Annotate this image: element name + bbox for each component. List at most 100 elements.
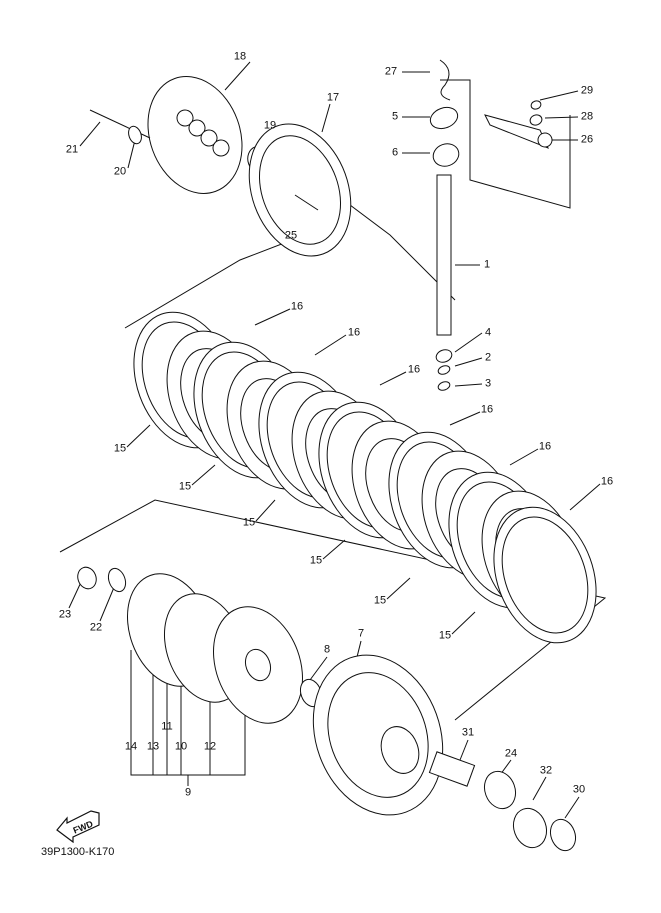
callout-16: 16 xyxy=(538,440,552,453)
callout-21: 21 xyxy=(65,143,79,156)
callout-3: 3 xyxy=(484,377,492,390)
washer-28 xyxy=(529,114,543,126)
callout-10: 10 xyxy=(174,740,188,753)
washer-2 xyxy=(437,365,451,375)
gear-32 xyxy=(512,807,548,849)
washer-30 xyxy=(549,818,577,852)
callout-15: 15 xyxy=(373,594,387,607)
callout-12: 12 xyxy=(203,740,217,753)
bearing-24 xyxy=(483,770,517,810)
leader-line xyxy=(322,539,346,560)
callout-26: 26 xyxy=(580,133,594,146)
leader-line xyxy=(314,334,347,356)
callout-32: 32 xyxy=(539,764,553,777)
callout-17: 17 xyxy=(326,91,340,104)
callout-11: 11 xyxy=(161,720,173,733)
leader-line xyxy=(321,103,331,133)
leader-line xyxy=(564,796,580,819)
lever-26 xyxy=(484,114,549,149)
leader-line xyxy=(386,577,411,600)
leader-line xyxy=(454,332,483,353)
leader-line xyxy=(454,383,483,387)
spring-20 xyxy=(128,125,142,145)
collar-26 xyxy=(537,132,553,148)
leader-line xyxy=(99,584,116,622)
leader-line xyxy=(459,739,469,761)
callout-16: 16 xyxy=(480,403,494,416)
spring-boss xyxy=(176,109,194,127)
callout-30: 30 xyxy=(572,783,586,796)
callout-20: 20 xyxy=(113,165,127,178)
callout-8: 8 xyxy=(323,643,331,656)
callout-15: 15 xyxy=(113,442,127,455)
leader-line xyxy=(68,579,83,609)
leader-line xyxy=(449,411,481,426)
callout-23: 23 xyxy=(58,608,72,621)
spacer-31 xyxy=(428,751,476,787)
circlip-3 xyxy=(437,381,451,391)
spring-boss xyxy=(212,139,230,157)
callout-9: 9 xyxy=(184,786,192,799)
callout-5: 5 xyxy=(391,110,399,123)
callout-15: 15 xyxy=(438,629,452,642)
nut-23 xyxy=(77,566,97,590)
leader-line xyxy=(379,371,407,386)
leader-line xyxy=(509,448,539,466)
assembly-outline xyxy=(59,499,607,721)
callout-25: 25 xyxy=(284,229,298,242)
friction-plate-15-inner xyxy=(501,516,589,634)
leader-line xyxy=(79,121,101,147)
callout-29: 29 xyxy=(580,84,594,97)
callout-1: 1 xyxy=(483,258,491,271)
leader-line xyxy=(569,483,601,511)
callout-16: 16 xyxy=(347,326,361,339)
oil-seal-5 xyxy=(429,106,459,130)
callout-22: 22 xyxy=(89,621,103,634)
callout-18: 18 xyxy=(233,50,247,63)
leader-line xyxy=(454,357,483,367)
push-rod-25 xyxy=(294,194,319,211)
clutch-boss-hub xyxy=(244,648,272,682)
friction-plate-17-inner xyxy=(258,135,342,245)
leader-line xyxy=(255,499,276,522)
callout-16: 16 xyxy=(407,363,421,376)
callout-28: 28 xyxy=(580,110,594,123)
lever-outline xyxy=(440,79,571,209)
callout-15: 15 xyxy=(242,516,256,529)
callout-13: 13 xyxy=(146,740,160,753)
spring-27 xyxy=(439,59,451,101)
callout-15: 15 xyxy=(178,480,192,493)
callout-15: 15 xyxy=(309,554,323,567)
callout-19: 19 xyxy=(263,119,277,132)
callout-16: 16 xyxy=(290,300,304,313)
bearing-4 xyxy=(435,349,453,363)
callout-6: 6 xyxy=(391,146,399,159)
callout-2: 2 xyxy=(484,351,492,364)
leader-line xyxy=(254,308,291,326)
callout-16: 16 xyxy=(600,475,614,488)
leader-line xyxy=(544,116,579,119)
push-lever-shaft-1 xyxy=(436,174,452,336)
bearing-6 xyxy=(432,143,460,167)
washer-22 xyxy=(107,567,127,593)
callout-31: 31 xyxy=(461,726,475,739)
housing-hub xyxy=(380,726,420,774)
callout-14: 14 xyxy=(124,740,138,753)
leader-line xyxy=(191,464,216,486)
callout-4: 4 xyxy=(484,326,492,339)
leader-line xyxy=(532,776,547,801)
fwd-arrow-icon: FWD xyxy=(56,810,100,843)
leader-line xyxy=(451,611,476,635)
callout-7: 7 xyxy=(357,627,365,640)
leader-line xyxy=(539,90,579,101)
callout-27: 27 xyxy=(384,65,398,78)
leader-line xyxy=(126,424,151,448)
leader-line xyxy=(224,61,251,91)
diagram-code: 39P1300-K170 xyxy=(41,846,115,858)
spring-boss xyxy=(200,129,218,147)
leader-line xyxy=(309,656,328,681)
spring-boss xyxy=(188,119,206,137)
leader-line xyxy=(127,139,136,169)
